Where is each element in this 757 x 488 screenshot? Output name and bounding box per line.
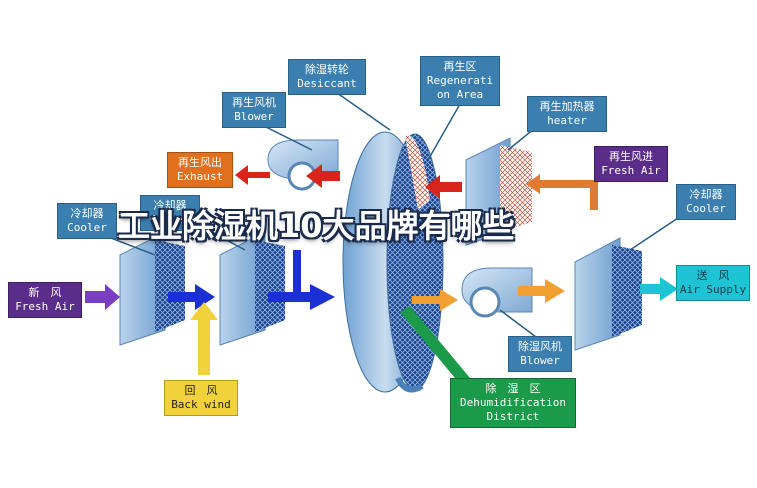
regen-hot-arrow: [425, 175, 462, 199]
desiccant-wheel: [342, 131, 444, 393]
cooler-right-unit: [574, 237, 642, 351]
regen-return-arrow: [306, 164, 340, 188]
dehum-blower-unit: [461, 267, 533, 318]
regen-fresh-arrow: [526, 174, 598, 210]
dry-air-arrow-2: [518, 279, 565, 303]
regen-heater-unit: [465, 137, 532, 246]
fresh-air-arrow: [85, 284, 120, 310]
cooler-left-unit: [119, 231, 185, 346]
exhaust-arrow: [235, 165, 270, 185]
process-arrow-2: [268, 250, 335, 310]
cooler-mid-unit: [219, 231, 285, 346]
regen-blower-unit: [267, 139, 339, 191]
dry-air-arrow-1: [412, 289, 458, 311]
page-title: 工业除湿机10大品牌有哪些: [118, 207, 515, 245]
air-supply-arrow: [640, 277, 678, 301]
dehum-leader: [400, 306, 470, 384]
back-wind-arrow: [190, 302, 218, 375]
